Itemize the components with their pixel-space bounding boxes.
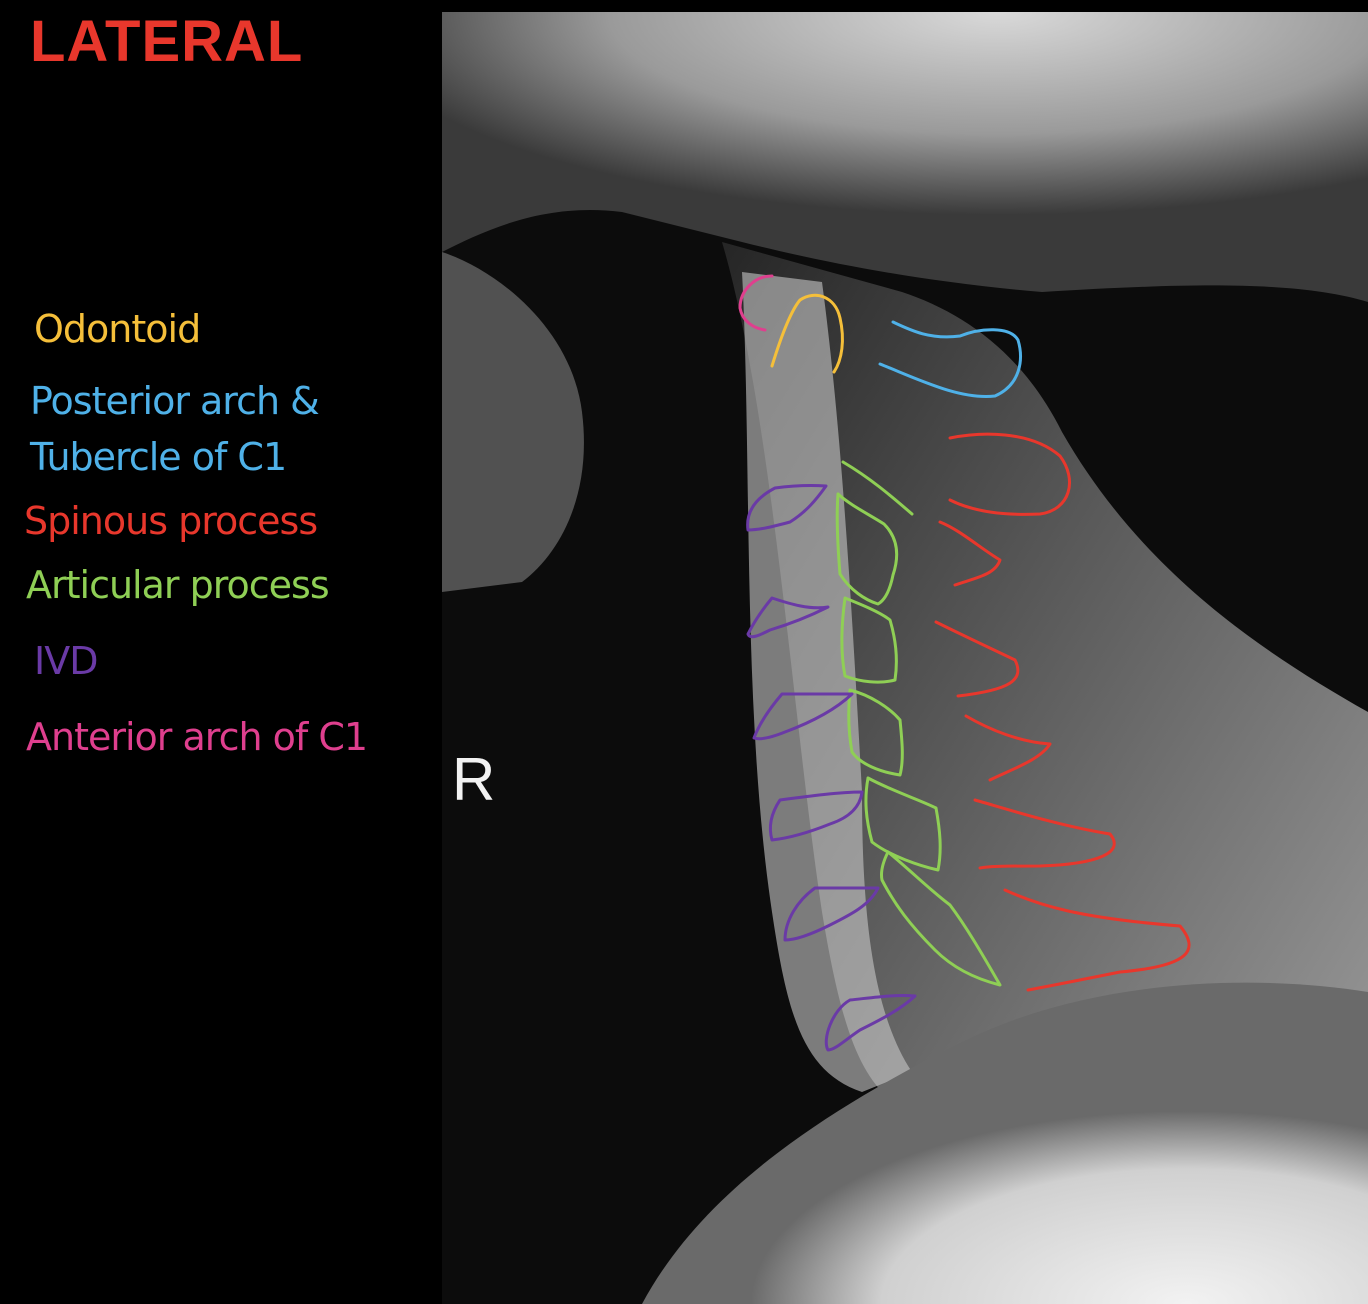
side-marker-r: R — [452, 746, 496, 813]
legend-ivd: IVD — [34, 639, 98, 683]
legend-tubercle-c1: Tubercle of C1 — [30, 435, 287, 479]
xray-image — [442, 12, 1368, 1304]
legend-spinous-process: Spinous process — [24, 499, 318, 543]
legend-posterior-arch: Posterior arch & — [30, 379, 320, 423]
spinous-process-outlines — [934, 432, 1191, 992]
legend-odontoid: Odontoid — [34, 307, 201, 351]
posterior-arch-outline — [878, 320, 1022, 399]
ivd-outlines — [746, 484, 917, 1052]
legend-articular-process: Articular process — [26, 563, 330, 607]
page-title: LATERAL — [30, 9, 304, 74]
odontoid-outline — [770, 294, 844, 374]
legend-anterior-arch-c1: Anterior arch of C1 — [26, 715, 368, 759]
anterior-arch-outline — [738, 274, 774, 332]
articular-process-outlines — [835, 460, 1002, 987]
